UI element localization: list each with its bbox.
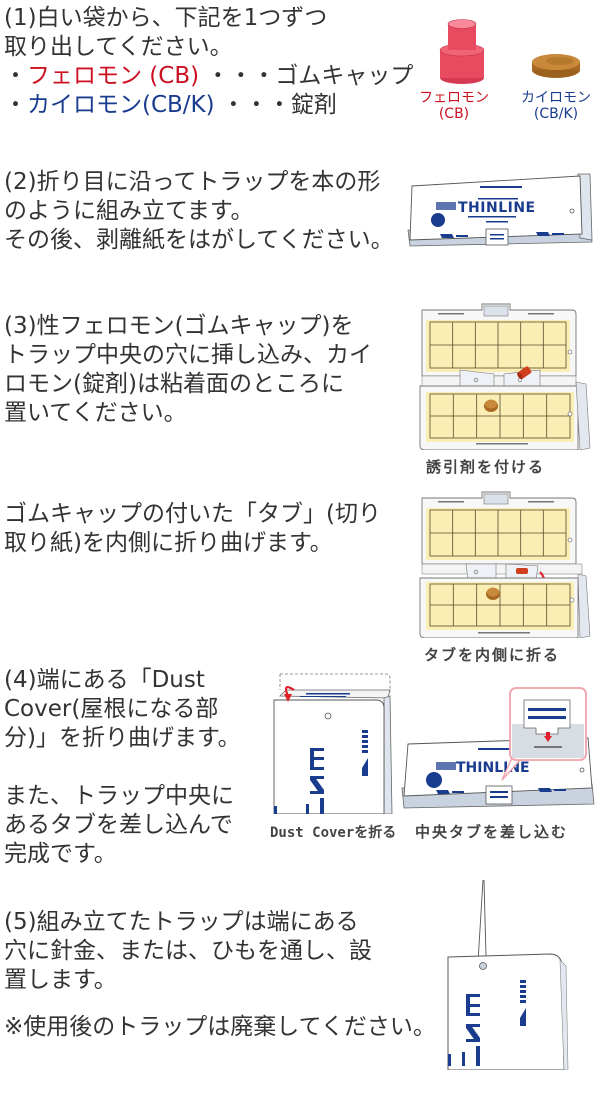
step5-line1: (5)組み立てたトラップは端にある	[4, 909, 359, 935]
caption-insert-center-tab: 中央タブを差し込む	[415, 823, 569, 841]
kairomone-desc: ・・・錠剤	[214, 92, 337, 118]
rubber-cap-icon	[439, 19, 580, 84]
kairomone-name: カイロモン(CB/K)	[27, 92, 215, 118]
step4-line3: 分)」を折り曲げます。	[4, 725, 241, 751]
kairomone-label: カイロモン	[521, 90, 591, 106]
step4-line1: (4)端にある「Dust	[4, 667, 205, 693]
bullet: ・	[4, 63, 27, 89]
pheromone-label: フェロモン	[419, 90, 489, 106]
folded-trap-figure: THINLINE	[400, 168, 600, 258]
step3-line2: トラップ中央の穴に挿し込み、カイ	[4, 342, 372, 368]
caption-attach-lures: 誘引剤を付ける	[426, 458, 546, 476]
lures-figure: フェロモン (CB) カイロモン (CB/K)	[410, 14, 600, 124]
open-trap-figure-fold-tab	[416, 488, 596, 639]
step4-line2: Cover(屋根になる部	[4, 696, 219, 722]
step5-disposal-note: ※使用後のトラップは廃棄してください。	[4, 1014, 436, 1040]
hanging-trap-figure	[440, 879, 570, 1071]
pheromone-name: フェロモン (CB)	[27, 63, 200, 89]
step2-line2: のように組み立てます。	[4, 198, 254, 224]
step1-item-pheromone: ・フェロモン (CB) ・・・ゴムキャップ	[4, 62, 413, 91]
step4-line4: また、トラップ中央に	[4, 783, 234, 809]
kairomone-code: (CB/K)	[533, 106, 579, 122]
bullet: ・	[4, 92, 27, 118]
step1-item-kairomone: ・カイロモン(CB/K) ・・・錠剤	[4, 91, 337, 120]
open-trap-figure-lures	[416, 300, 596, 451]
step1-line2: 取り出してください。	[4, 34, 233, 60]
step3-line4: 置いてください。	[4, 400, 187, 426]
caption-fold-dust-cover: Dust Coverを折る	[270, 825, 397, 841]
dust-cover-figure	[266, 672, 396, 815]
step3b-line1: ゴムキャップの付いた「タブ」(切り	[4, 501, 381, 527]
step5-line2: 穴に針金、または、ひもを通し、設	[4, 938, 372, 964]
step3-line3: ロモン(錠剤)は粘着面のところに	[4, 371, 344, 397]
step4-line5: あるタブを差し込んで	[4, 812, 233, 838]
step5-line3: 置します。	[4, 967, 117, 993]
step1-line1: (1)白い袋から、下記を1つずつ	[4, 5, 328, 31]
step3b-line2: 取り紙)を内側に折り曲げます。	[4, 530, 333, 556]
step4-line6: 完成です。	[4, 841, 117, 867]
insert-tab-figure: THINLINE	[398, 684, 600, 812]
step2-line3: その後、剥離紙をはがしてください。	[4, 227, 394, 253]
caption-fold-tab: タブを内側に折る	[424, 646, 561, 664]
brand-logo: THINLINE	[458, 200, 536, 216]
step2-line1: (2)折り目に沿ってトラップを本の形	[4, 169, 381, 195]
pheromone-code: (CB)	[438, 106, 470, 122]
pheromone-desc: ・・・ゴムキャップ	[199, 63, 414, 89]
step3-line1: (3)性フェロモン(ゴムキャップ)を	[4, 313, 354, 339]
